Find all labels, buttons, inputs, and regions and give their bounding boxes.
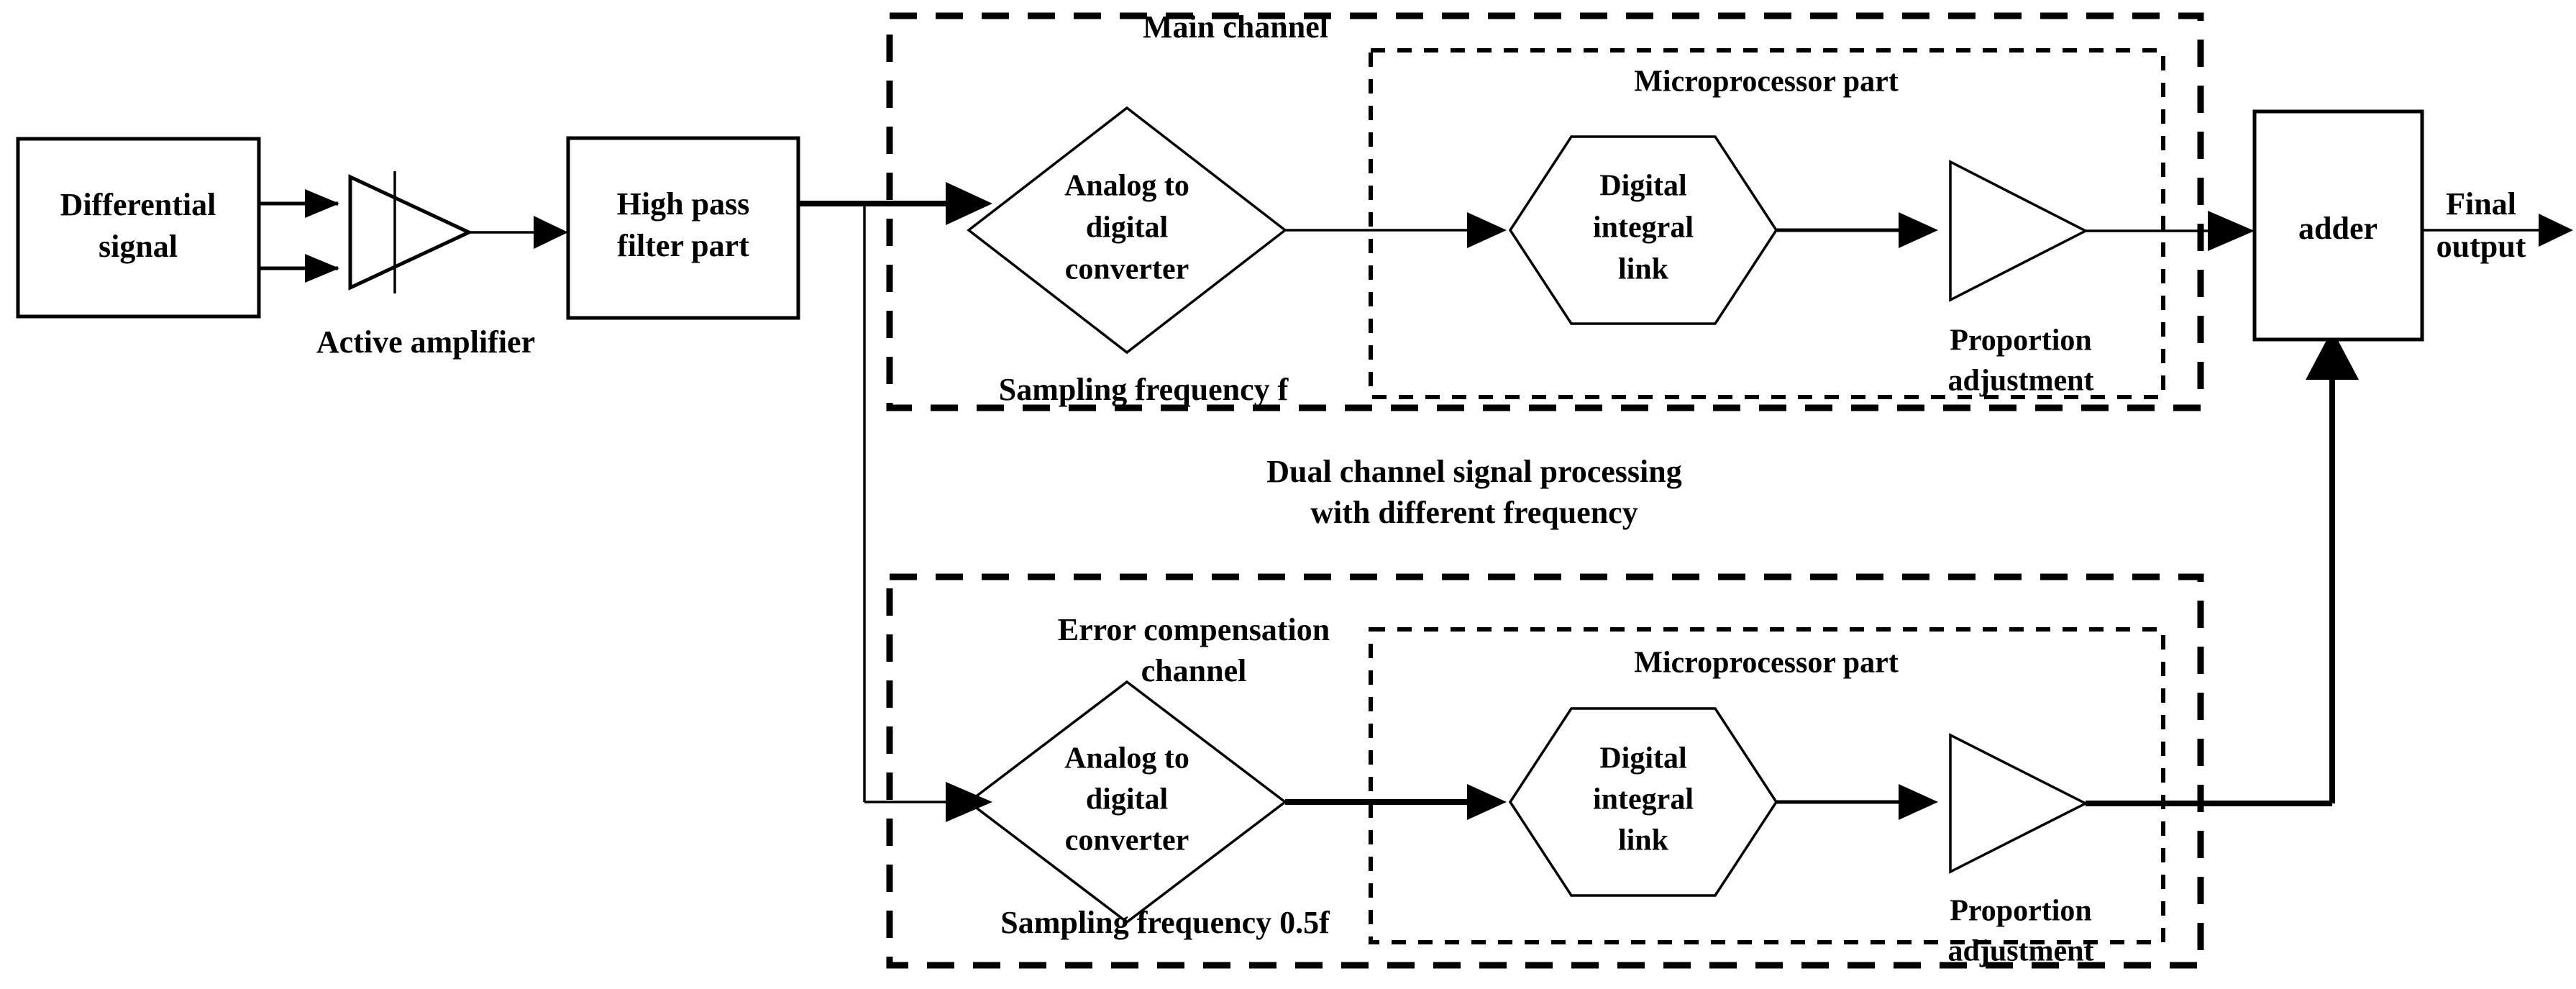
main-microprocessor-dashed-border [1369,48,2165,399]
adder-block: adder [2252,109,2424,342]
error-integral-to-proportion-wire [1776,784,1938,820]
adder-bottom-input-arrowhead [2306,329,2359,380]
error-microprocessor-dashed-border [1369,627,2165,944]
error-adc-to-integral-wire [1285,784,1507,820]
main-output-to-adder-wire [2086,211,2255,251]
error-adc-label-line3: converter [1065,824,1189,857]
error-proportion-block: Proportion adjustment [1947,733,2094,968]
high-pass-filter-block: High pass filter part [566,136,800,320]
error-integral-block: Digital integral link [1508,707,1778,897]
final-output-group: Final output [2422,186,2573,264]
adder-box [2252,109,2424,342]
final-output-label-line2: output [2436,229,2526,264]
main-channel-input-arrowhead [946,182,992,225]
main-channel-sampling-label: Sampling frequency f [999,372,1289,407]
error-proportion-label-line1: Proportion [1950,895,2092,928]
signal-split-bus [798,182,992,822]
main-microprocessor-container: Microprocessor part [1369,48,2165,399]
error-integral-input-arrowhead [1467,784,1507,820]
main-channel-title: Main channel [1143,9,1328,45]
error-channel-dashed-border [886,573,2204,969]
error-microprocessor-container: Microprocessor part [1369,627,2165,944]
main-microprocessor-title: Microprocessor part [1634,65,1898,99]
main-integral-label-line3: link [1618,253,1669,286]
main-proportion-block: Proportion adjustment [1947,160,2094,398]
main-adc-diamond [967,106,1287,355]
error-integral-label-line1: Digital [1599,742,1686,775]
active-amplifier-label: Active amplifier [316,324,535,360]
high-pass-filter-label-line1: High pass [617,186,750,222]
main-adc-block: Analog to digital converter [967,106,1287,355]
error-adc-label-line2: digital [1086,783,1168,816]
main-proportion-input-arrowhead [1899,212,1938,248]
error-integral-hexagon [1508,707,1778,897]
final-output-label-line1: Final [2446,186,2516,222]
main-proportion-triangle [1949,160,2088,302]
differential-signal-block: Differential signal [16,137,261,319]
main-channel-dashed-border [886,12,2204,411]
main-channel-container: Main channel Sampling frequency f [886,9,2204,411]
high-pass-filter-box [566,136,800,320]
differential-signal-label-line2: signal [99,229,178,264]
main-integral-hexagon [1508,135,1778,325]
adder-label: adder [2298,211,2378,246]
main-adc-label-line1: Analog to [1064,170,1189,203]
error-channel-sampling-label: Sampling frequency 0.5f [1000,905,1330,940]
error-proportion-input-arrowhead [1899,784,1938,820]
differential-signal-label-line1: Differential [60,187,216,222]
main-integral-to-proportion-wire [1776,212,1938,248]
main-adc-label-line2: digital [1086,211,1168,245]
error-output-to-adder-wire [2086,329,2359,806]
main-integral-input-arrowhead [1467,212,1507,248]
amplifier-output-arrowhead [534,216,568,249]
error-adc-diamond [967,680,1287,924]
main-proportion-label-line1: Proportion [1950,324,2092,357]
error-adc-label-line1: Analog to [1064,742,1189,775]
active-amplifier-symbol: Active amplifier [316,171,568,360]
amplifier-triangle [348,174,473,291]
error-proportion-triangle [1949,733,2088,874]
differential-input-leads [259,189,340,283]
error-microprocessor-title: Microprocessor part [1634,647,1898,680]
error-integral-label-line3: link [1618,824,1669,857]
error-channel-title-line2: channel [1141,653,1247,688]
error-channel-title-line1: Error compensation [1058,612,1330,647]
error-proportion-label-line2: adjustment [1947,935,2093,968]
main-integral-label-line2: integral [1593,211,1694,245]
error-integral-label-line2: integral [1593,783,1694,816]
differential-signal-box [16,137,261,319]
error-adc-block: Analog to digital converter [967,680,1287,924]
main-integral-block: Digital integral link [1508,135,1778,325]
main-adc-label-line3: converter [1065,253,1189,286]
caption-line2: with different frequency [1310,495,1638,530]
main-adc-to-integral-wire [1285,212,1507,248]
main-proportion-label-line2: adjustment [1947,365,2093,398]
adder-top-input-arrowhead [2208,211,2255,251]
high-pass-filter-label-line2: filter part [617,228,749,263]
final-output-arrowhead [2539,214,2573,247]
center-caption: Dual channel signal processing with diff… [1266,454,1681,530]
error-channel-container: Error compensation channel Sampling freq… [886,573,2204,969]
caption-line1: Dual channel signal processing [1266,454,1681,489]
main-integral-label-line1: Digital [1599,170,1686,203]
